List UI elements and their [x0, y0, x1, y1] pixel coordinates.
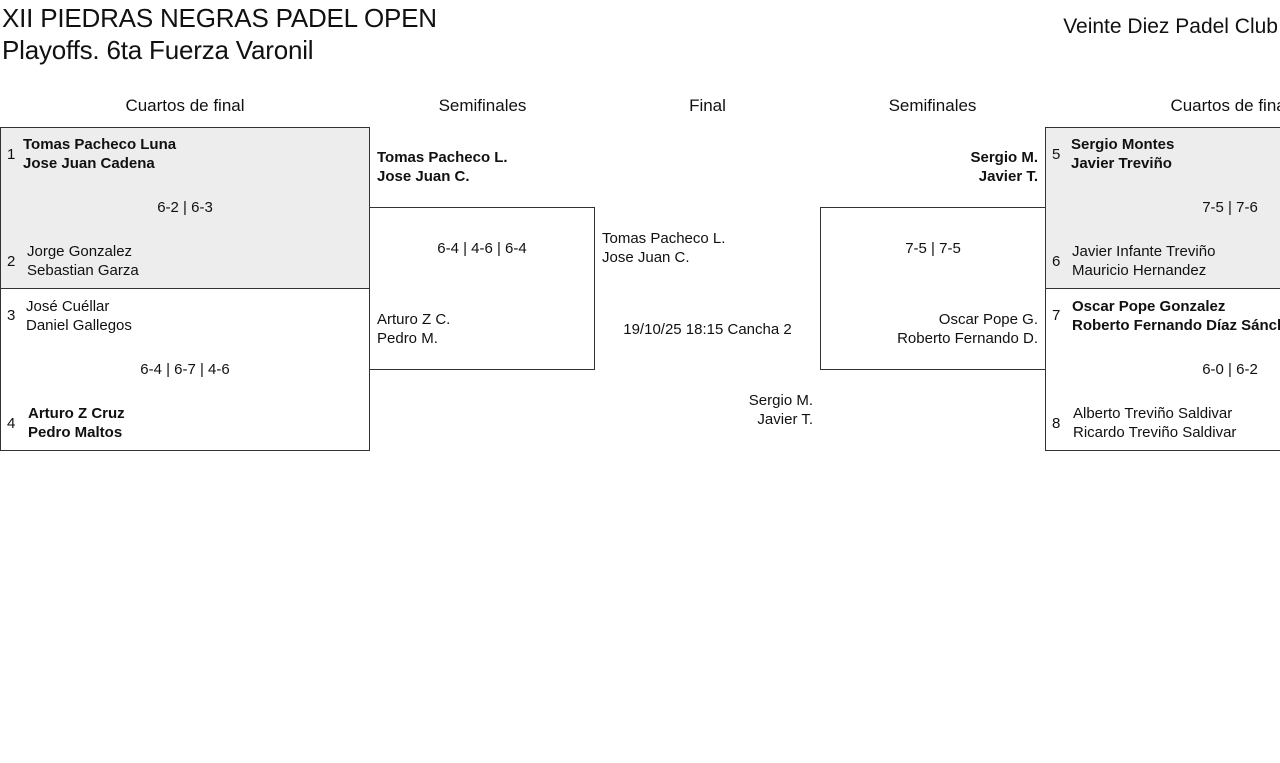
team-player: Javier T.: [757, 411, 813, 428]
team-player: Mauricio Hernandez: [1072, 262, 1207, 279]
team-player: Arturo Z C.: [377, 311, 451, 328]
seed-number: 5: [1052, 146, 1061, 163]
seed-number: 7: [1052, 307, 1061, 324]
team-player: Ricardo Treviño Saldivar: [1073, 424, 1237, 441]
match-score: 6-2 | 6-3: [157, 199, 213, 216]
column-header-qf-right: Cuartos de final: [1170, 96, 1280, 115]
team-player: Oscar Pope G.: [938, 311, 1038, 328]
seed-number: 6: [1052, 253, 1061, 270]
team-player: Tomas Pacheco L.: [377, 149, 508, 166]
qf-left-match-1: [0, 127, 370, 289]
match-score: 6-4 | 6-7 | 4-6: [140, 361, 230, 378]
team-player: Roberto Fernando Díaz Sánchez: [1072, 317, 1280, 334]
seed-number: 3: [7, 307, 16, 324]
qf-right-match-2: [1045, 288, 1280, 451]
seed-number: 1: [7, 146, 16, 163]
final-schedule: 19/10/25 18:15 Cancha 2: [623, 321, 792, 338]
match-score: 6-4 | 4-6 | 6-4: [437, 240, 527, 257]
team-player: Jorge Gonzalez: [27, 243, 133, 260]
team-player: Sergio M.: [970, 149, 1038, 166]
team-player: Javier T.: [978, 168, 1038, 185]
match-score: 6-0 | 6-2: [1202, 361, 1258, 378]
team-player: Sergio Montes: [1071, 136, 1175, 153]
team-player: Javier Infante Treviño: [1072, 243, 1216, 260]
team-player: Jose Juan C.: [377, 168, 470, 185]
team-player: José Cuéllar: [26, 298, 110, 315]
club-name: Veinte Diez Padel Club: [1063, 15, 1278, 38]
team-player: Pedro M.: [377, 330, 438, 347]
team-player: Pedro Maltos: [28, 424, 123, 441]
team-player: Jose Juan C.: [602, 249, 690, 266]
team-player: Javier Treviño: [1071, 155, 1172, 172]
team-player: Daniel Gallegos: [26, 317, 132, 334]
tournament-title: XII PIEDRAS NEGRAS PADEL OPEN: [2, 3, 437, 33]
seed-number: 2: [7, 253, 16, 270]
match-score: 7-5 | 7-6: [1202, 199, 1258, 216]
team-player: Jose Juan Cadena: [23, 155, 155, 172]
team-player: Tomas Pacheco Luna: [23, 136, 177, 153]
team-player: Tomas Pacheco L.: [602, 230, 726, 247]
tournament-subtitle: Playoffs. 6ta Fuerza Varonil: [2, 35, 314, 65]
seed-number: 4: [7, 415, 16, 432]
team-player: Sergio M.: [748, 392, 813, 409]
team-player: Sebastian Garza: [27, 262, 139, 279]
team-player: Alberto Treviño Saldivar: [1073, 405, 1233, 422]
column-header-qf-left: Cuartos de final: [125, 96, 245, 115]
seed-number: 8: [1052, 415, 1061, 432]
match-score: 7-5 | 7-5: [905, 240, 961, 257]
team-player: Roberto Fernando D.: [897, 330, 1038, 347]
column-header-sf-left: Semifinales: [438, 96, 527, 115]
column-header-sf-right: Semifinales: [888, 96, 977, 115]
sf-left-match: [369, 207, 595, 370]
qf-right-match-1: [1045, 127, 1280, 289]
team-player: Oscar Pope Gonzalez: [1072, 298, 1226, 315]
column-header-final: Final: [689, 96, 726, 115]
team-player: Arturo Z Cruz: [28, 405, 125, 422]
